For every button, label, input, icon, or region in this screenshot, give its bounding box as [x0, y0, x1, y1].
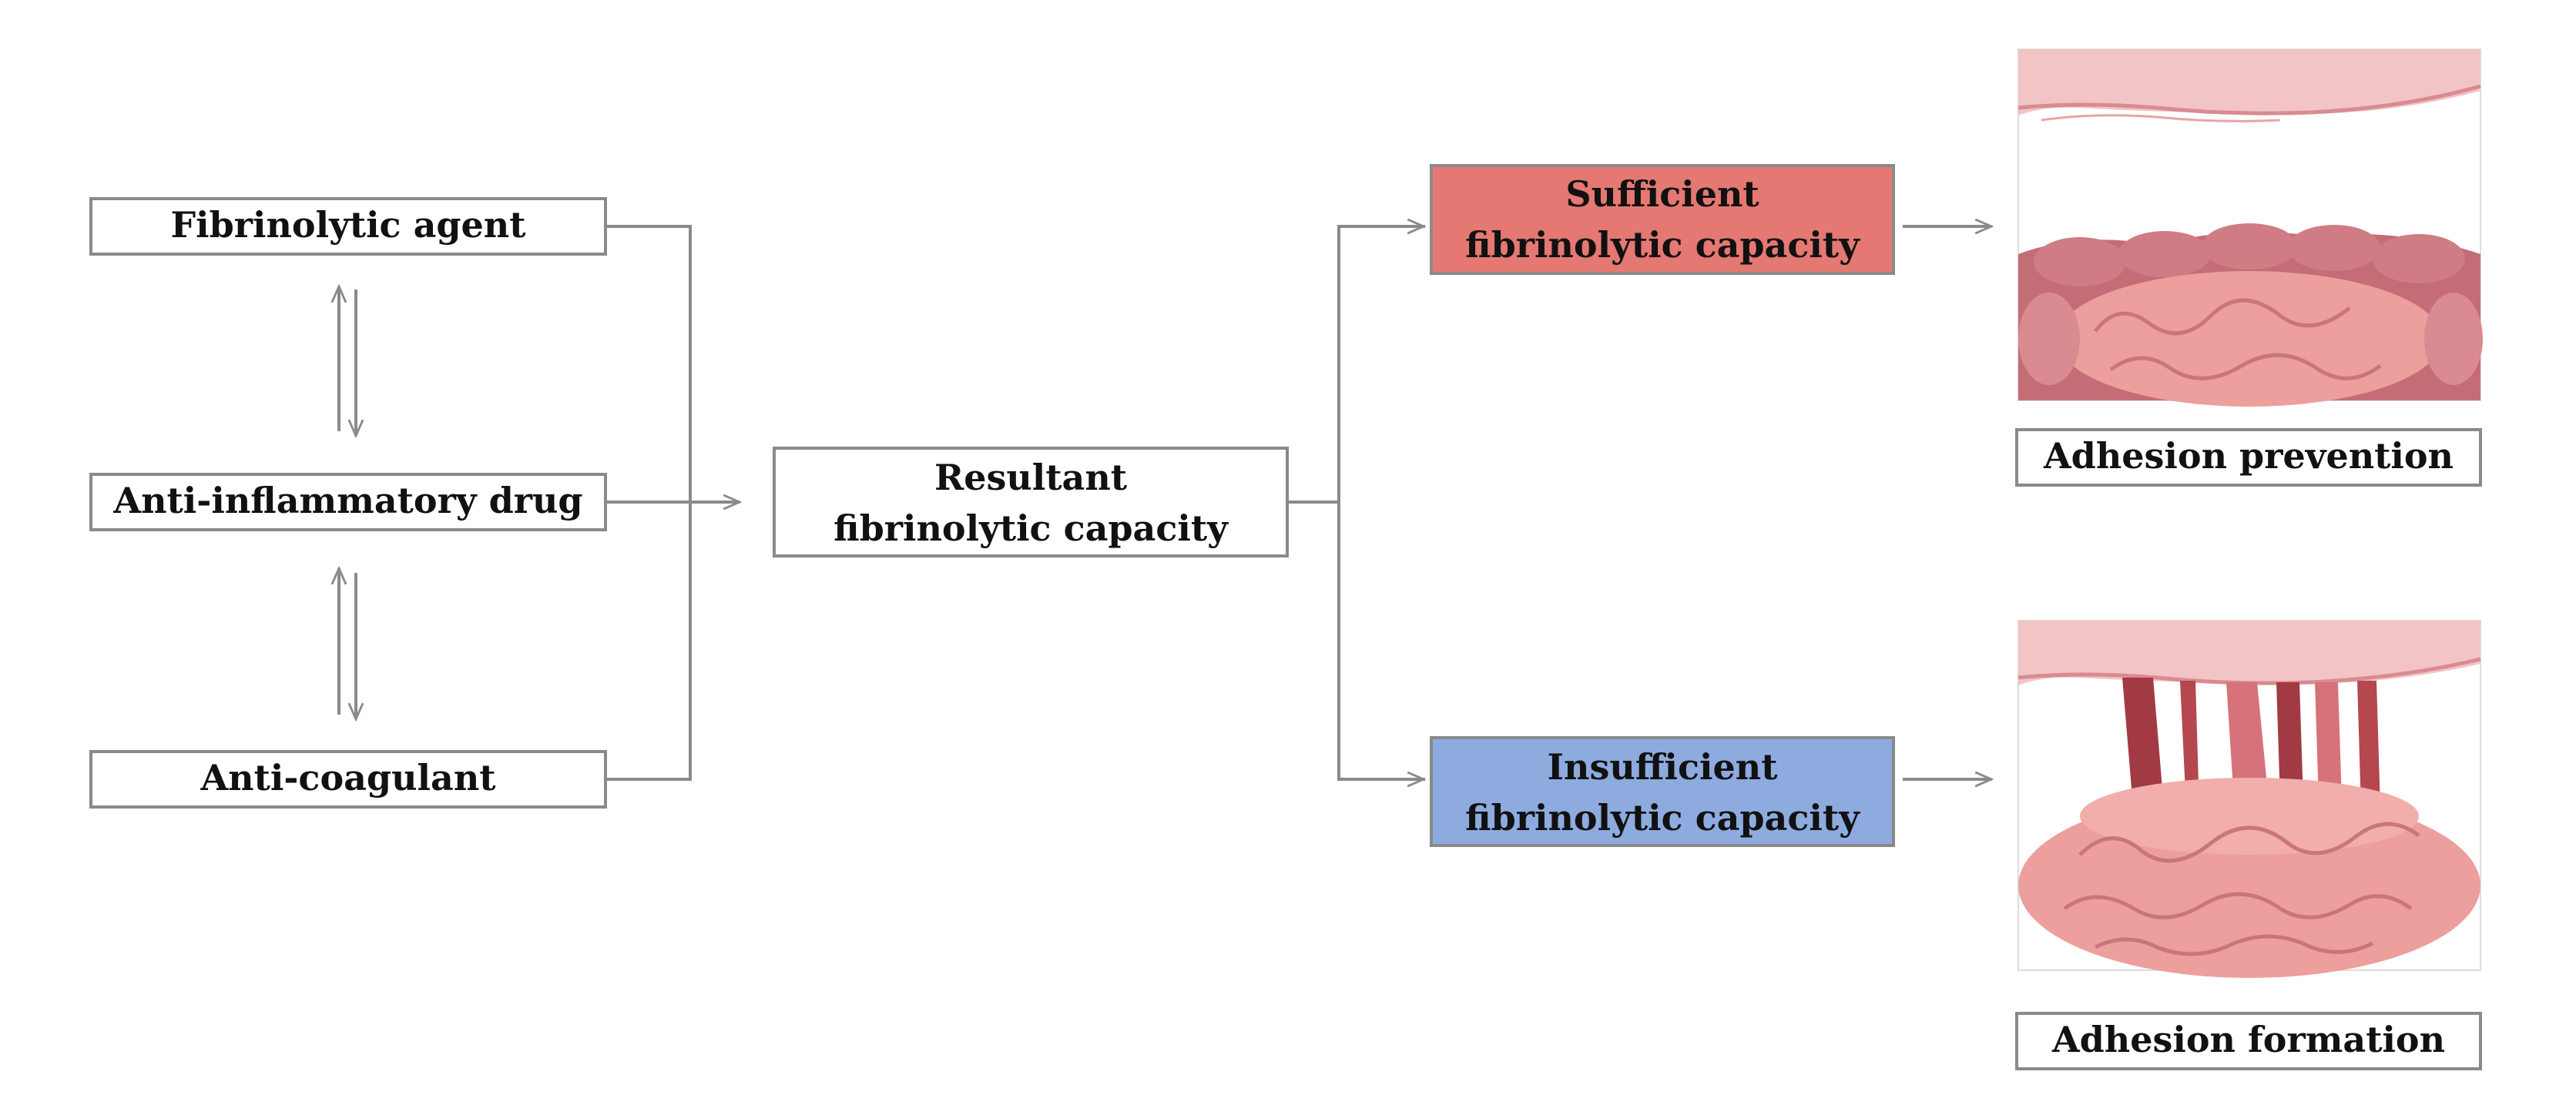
- node-fibrinolytic-agent-label: Fibrinolytic agent: [170, 204, 526, 246]
- node-anti-inflammatory-drug: Anti-inflammatory drug: [89, 473, 607, 531]
- output-connector: [1287, 226, 1425, 779]
- bidirectional-arrow-bottom: [339, 568, 356, 719]
- label-adhesion-formation: Adhesion formation: [2015, 1012, 2482, 1070]
- node-anti-coagulant: Anti-coagulant: [89, 750, 607, 809]
- node-fibrinolytic-agent: Fibrinolytic agent: [89, 197, 607, 256]
- node-sufficient-fibrinolytic-capacity: Sufficient fibrinolytic capacity: [1430, 164, 1895, 275]
- node-sufficient-line2: fibrinolytic capacity: [1465, 224, 1860, 266]
- node-insufficient-line1: Insufficient: [1548, 746, 1779, 788]
- node-sufficient-line1: Sufficient: [1565, 173, 1759, 215]
- label-adhesion-prevention: Adhesion prevention: [2015, 428, 2482, 487]
- adhesion-formation-illustration: [2018, 620, 2481, 978]
- node-resultant-line1: Resultant: [934, 457, 1128, 498]
- label-adhesion-formation-text: Adhesion formation: [2051, 1019, 2445, 1060]
- node-anti-coagulant-label: Anti-coagulant: [200, 757, 496, 799]
- node-anti-inflammatory-drug-label: Anti-inflammatory drug: [112, 480, 582, 521]
- node-resultant-line2: fibrinolytic capacity: [834, 507, 1229, 549]
- label-adhesion-prevention-text: Adhesion prevention: [2043, 435, 2454, 477]
- node-insufficient-line2: fibrinolytic capacity: [1465, 797, 1860, 839]
- node-insufficient-fibrinolytic-capacity: Insufficient fibrinolytic capacity: [1430, 736, 1895, 847]
- node-resultant-fibrinolytic-capacity: Resultant fibrinolytic capacity: [773, 447, 1289, 558]
- input-connector: [605, 225, 740, 781]
- adhesion-prevention-illustration: [2018, 49, 2483, 407]
- bidirectional-arrow-top: [339, 286, 356, 436]
